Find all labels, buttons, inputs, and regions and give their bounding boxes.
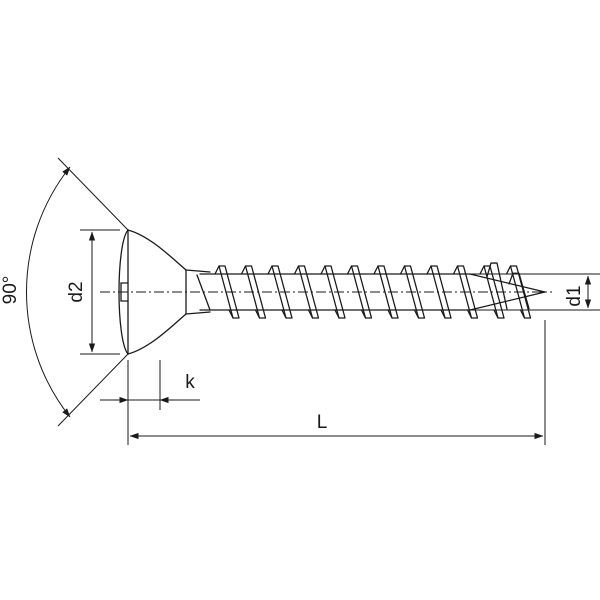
d2-dimension: [80, 229, 120, 355]
L-dimension: [129, 320, 546, 445]
thread-crest: [218, 265, 234, 319]
angle-label: 90°: [0, 276, 21, 305]
thread-crest: [377, 265, 393, 319]
thread-crest: [297, 265, 314, 319]
d2-label: d2: [66, 281, 87, 302]
k-dimension: [100, 360, 200, 445]
screw-head: [118, 229, 211, 355]
thread-crest: [483, 265, 499, 319]
thread-crest: [196, 274, 211, 311]
thread-crest: [456, 265, 473, 319]
L-label: L: [317, 412, 328, 433]
d1-dimension: [470, 273, 600, 311]
d1-label: d1: [564, 285, 585, 306]
thread-crest: [486, 262, 508, 310]
k-label: k: [185, 372, 195, 393]
thread-crest: [271, 265, 287, 319]
thread-crest: [508, 272, 530, 310]
thread-crest: [244, 265, 261, 319]
thread-crest: [403, 265, 420, 319]
head-slot: [120, 282, 129, 302]
angle-dimension: [26, 157, 129, 427]
thread-crest: [350, 265, 367, 319]
thread-crest: [324, 265, 340, 319]
screw-threads: [196, 262, 532, 319]
thread-crest: [430, 265, 446, 319]
